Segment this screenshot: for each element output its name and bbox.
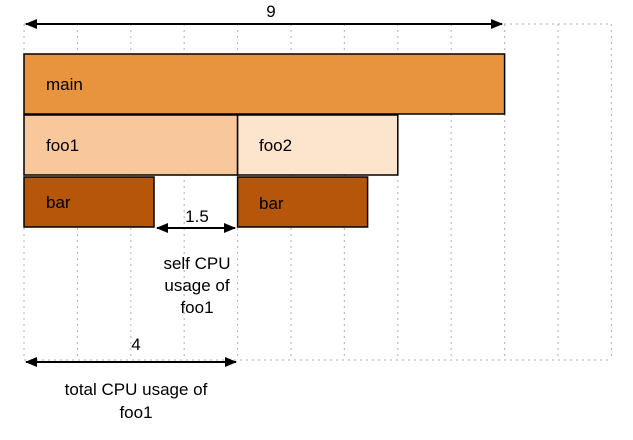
frame-main-label: main xyxy=(46,75,83,94)
frame-bar-1-bar xyxy=(23,176,155,228)
self-cpu-caption-line-3: foo1 xyxy=(180,298,213,317)
total-cpu-caption-line-1: total CPU usage of xyxy=(65,380,208,399)
frame-bar-2-bar xyxy=(236,176,369,228)
frame-foo1-bar xyxy=(23,114,239,176)
self-cpu-caption-line-1: self CPU xyxy=(163,254,230,273)
total-width-dimension: 9 xyxy=(25,2,503,29)
self-cpu-dimension: 1.5 self CPU usage of foo1 xyxy=(156,207,236,317)
frame-bar-under-foo2: bar xyxy=(236,176,369,228)
frame-main-bar xyxy=(23,53,506,115)
frame-bar-under-foo1: bar xyxy=(23,176,155,228)
total-cpu-value: 4 xyxy=(131,335,140,354)
total-cpu-caption-line-2: foo1 xyxy=(119,403,152,422)
frame-foo1-label: foo1 xyxy=(46,136,79,155)
frame-foo2-bar xyxy=(236,114,399,176)
frame-foo1: foo1 xyxy=(23,114,239,176)
frame-main: main xyxy=(23,53,506,115)
self-cpu-value: 1.5 xyxy=(185,207,209,226)
frame-foo2: foo2 xyxy=(236,114,399,176)
frame-bar-1-label: bar xyxy=(46,193,71,212)
frame-foo2-label: foo2 xyxy=(259,136,292,155)
total-cpu-dimension: 4 total CPU usage of foo1 xyxy=(25,335,237,422)
frame-bar-2-label: bar xyxy=(259,194,284,213)
total-width-label: 9 xyxy=(266,2,275,21)
self-cpu-caption-line-2: usage of xyxy=(164,276,229,295)
